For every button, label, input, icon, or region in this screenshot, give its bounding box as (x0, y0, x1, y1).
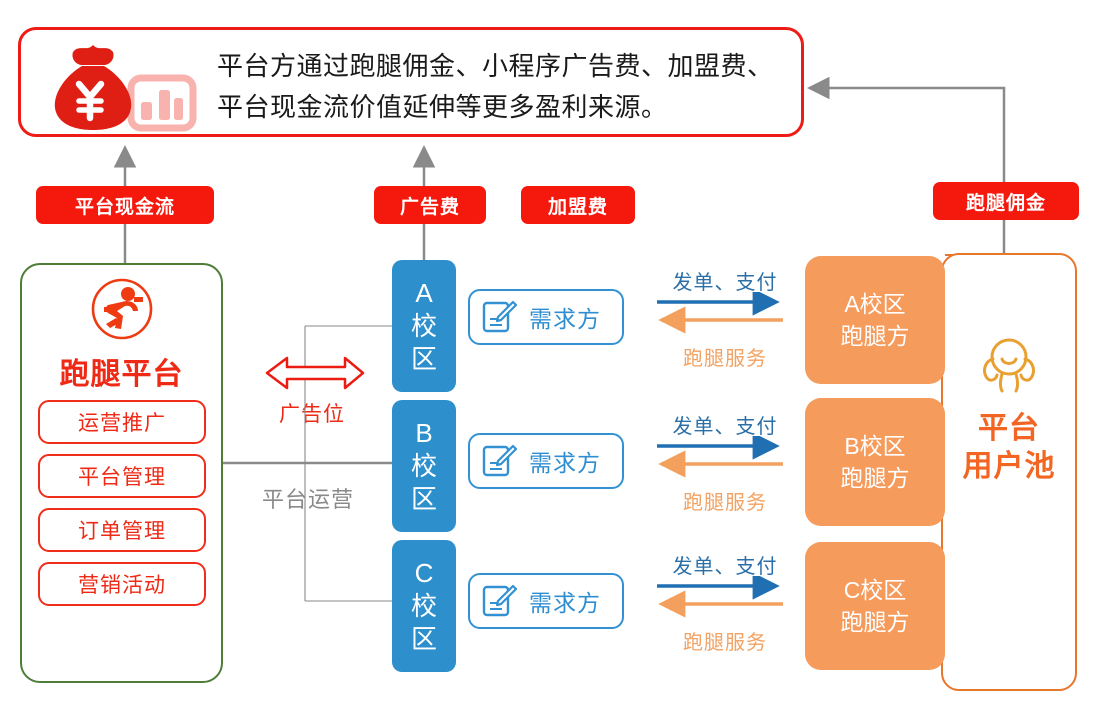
exchange-a-forward-label: 发单、支付 (672, 272, 778, 294)
badge-platform-cashflow[interactable]: 平台现金流 (36, 186, 214, 224)
exchange-c-forward-label: 发单、支付 (672, 556, 778, 578)
badge-errand-commission[interactable]: 跑腿佣金 (933, 182, 1079, 220)
campus-b-line2: 校 (410, 450, 437, 481)
platform-item-platform-management[interactable]: 平台管理 (38, 454, 206, 498)
demand-card-b-label: 需求方 (529, 450, 601, 476)
document-edit-icon (482, 300, 517, 333)
platform-item-operation-promotion[interactable]: 运营推广 (38, 400, 206, 444)
campus-c-line2: 校 (410, 590, 437, 621)
demand-card-c-label: 需求方 (529, 590, 601, 616)
exchange-a-backward-label: 跑腿服务 (683, 348, 767, 370)
user-pool-line2: 用户池 (962, 450, 1056, 483)
demand-card-a[interactable]: 需求方 (468, 289, 624, 345)
exchange-group-b: 发单、支付 跑腿服务 (645, 410, 795, 518)
user-pool-line1: 平台 (978, 412, 1040, 445)
exchange-group-a: 发单、支付 跑腿服务 (645, 266, 795, 374)
errand-platform-panel: 跑腿平台 运营推广 平台管理 订单管理 营销活动 (20, 263, 223, 683)
revenue-summary-banner: 平台方通过跑腿佣金、小程序广告费、加盟费、 平台现金流价值延伸等更多盈利来源。 (18, 27, 804, 137)
runner-c-line1: C校区 (843, 577, 907, 603)
document-edit-icon (482, 584, 517, 617)
campus-c-line1: C (414, 557, 434, 588)
runner-a-line1: A校区 (844, 291, 906, 317)
demand-card-c[interactable]: 需求方 (468, 573, 624, 629)
runner-block-b[interactable]: B校区 跑腿方 (805, 398, 945, 526)
campus-block-b[interactable]: B 校 区 (392, 400, 456, 532)
platform-item-marketing-activity[interactable]: 营销活动 (38, 562, 206, 606)
runner-a-line2: 跑腿方 (840, 323, 910, 349)
banner-text: 平台方通过跑腿佣金、小程序广告费、加盟费、 平台现金流价值延伸等更多盈利来源。 (217, 51, 774, 122)
platform-item-order-management[interactable]: 订单管理 (38, 508, 206, 552)
runner-circle-icon (91, 278, 152, 340)
document-edit-icon (482, 444, 517, 477)
platform-user-pool-panel: 平台 用户池 (941, 253, 1077, 691)
exchange-b-backward-label: 跑腿服务 (683, 492, 767, 514)
campus-b-line3: 区 (410, 483, 437, 514)
campus-a-line1: A (415, 277, 433, 308)
campus-a-line2: 校 (410, 310, 437, 341)
demand-card-a-label: 需求方 (529, 306, 601, 332)
badge-join-fee[interactable]: 加盟费 (521, 186, 635, 224)
runner-block-a[interactable]: A校区 跑腿方 (805, 256, 945, 384)
ad-slot-label: 广告位 (279, 403, 345, 426)
exchange-arrows-icon (657, 436, 783, 478)
exchange-c-backward-label: 跑腿服务 (683, 632, 767, 654)
runner-c-line2: 跑腿方 (840, 609, 910, 635)
campus-c-line3: 区 (410, 623, 437, 654)
people-group-icon (983, 338, 1035, 393)
exchange-arrows-icon (657, 576, 783, 618)
exchange-group-c: 发单、支付 跑腿服务 (645, 550, 795, 658)
exchange-b-forward-label: 发单、支付 (672, 416, 778, 438)
ad-slot-arrow-icon (265, 356, 365, 390)
exchange-arrows-icon (657, 292, 783, 334)
money-bag-yuan-icon (54, 45, 197, 132)
platform-title: 跑腿平台 (59, 358, 184, 391)
campus-b-line1: B (415, 417, 433, 448)
runner-block-c[interactable]: C校区 跑腿方 (805, 542, 945, 670)
badge-ad-fee[interactable]: 广告费 (374, 186, 486, 224)
campus-block-a[interactable]: A 校 区 (392, 260, 456, 392)
demand-card-b[interactable]: 需求方 (468, 433, 624, 489)
runner-b-line2: 跑腿方 (840, 465, 910, 491)
campus-a-line3: 区 (410, 343, 437, 374)
runner-b-line1: B校区 (844, 433, 906, 459)
user-pool-title: 平台 用户池 (943, 410, 1075, 486)
platform-operation-label: 平台运营 (261, 487, 354, 512)
campus-block-c[interactable]: C 校 区 (392, 540, 456, 672)
